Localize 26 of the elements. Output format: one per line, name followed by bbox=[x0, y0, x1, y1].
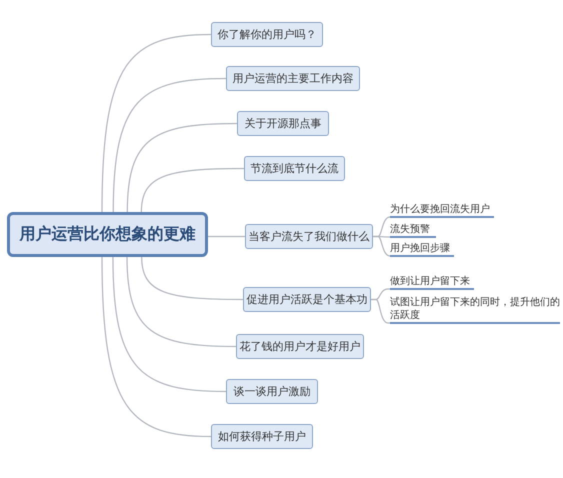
subtopic-label: 用户挽回步骤 bbox=[390, 241, 454, 257]
connector-line bbox=[208, 236, 245, 238]
connector-line bbox=[126, 256, 236, 348]
connector-line bbox=[101, 34, 212, 212]
connector-line bbox=[373, 236, 391, 257]
connector-line bbox=[371, 298, 390, 324]
subtopic-label: 流失预警 bbox=[390, 222, 436, 238]
subtopic-label: 做到让用户留下来 bbox=[390, 274, 474, 290]
topic-box: 当客户流失了我们做什么 bbox=[245, 224, 373, 249]
topic-box: 关于开源那点事 bbox=[237, 111, 329, 136]
topic-box: 你了解你的用户吗？ bbox=[211, 22, 323, 47]
central-topic-box: 用户运营比你想象的更难 bbox=[7, 212, 208, 257]
topic-box: 花了钱的用户才是好用户 bbox=[236, 334, 364, 359]
connector-line bbox=[112, 256, 226, 392]
topic-box: 节流到底节什么流 bbox=[244, 156, 345, 181]
connector-line bbox=[141, 256, 243, 300]
topic-box: 如何获得种子用户 bbox=[211, 424, 313, 449]
topic-box: 谈一谈用户激励 bbox=[226, 379, 318, 404]
topic-box: 促进用户活跃是个基本功 bbox=[243, 287, 371, 312]
subtopic-label: 为什么要挽回流失用户 bbox=[390, 202, 494, 218]
subtopic-label: 试图让用户留下来的同时，提升他们的活跃度 bbox=[390, 294, 560, 324]
connector-line bbox=[126, 122, 238, 212]
connector-line bbox=[140, 168, 244, 212]
connector-line bbox=[101, 257, 212, 438]
topic-box: 用户运营的主要工作内容 bbox=[226, 66, 360, 91]
connector-line bbox=[112, 78, 226, 212]
